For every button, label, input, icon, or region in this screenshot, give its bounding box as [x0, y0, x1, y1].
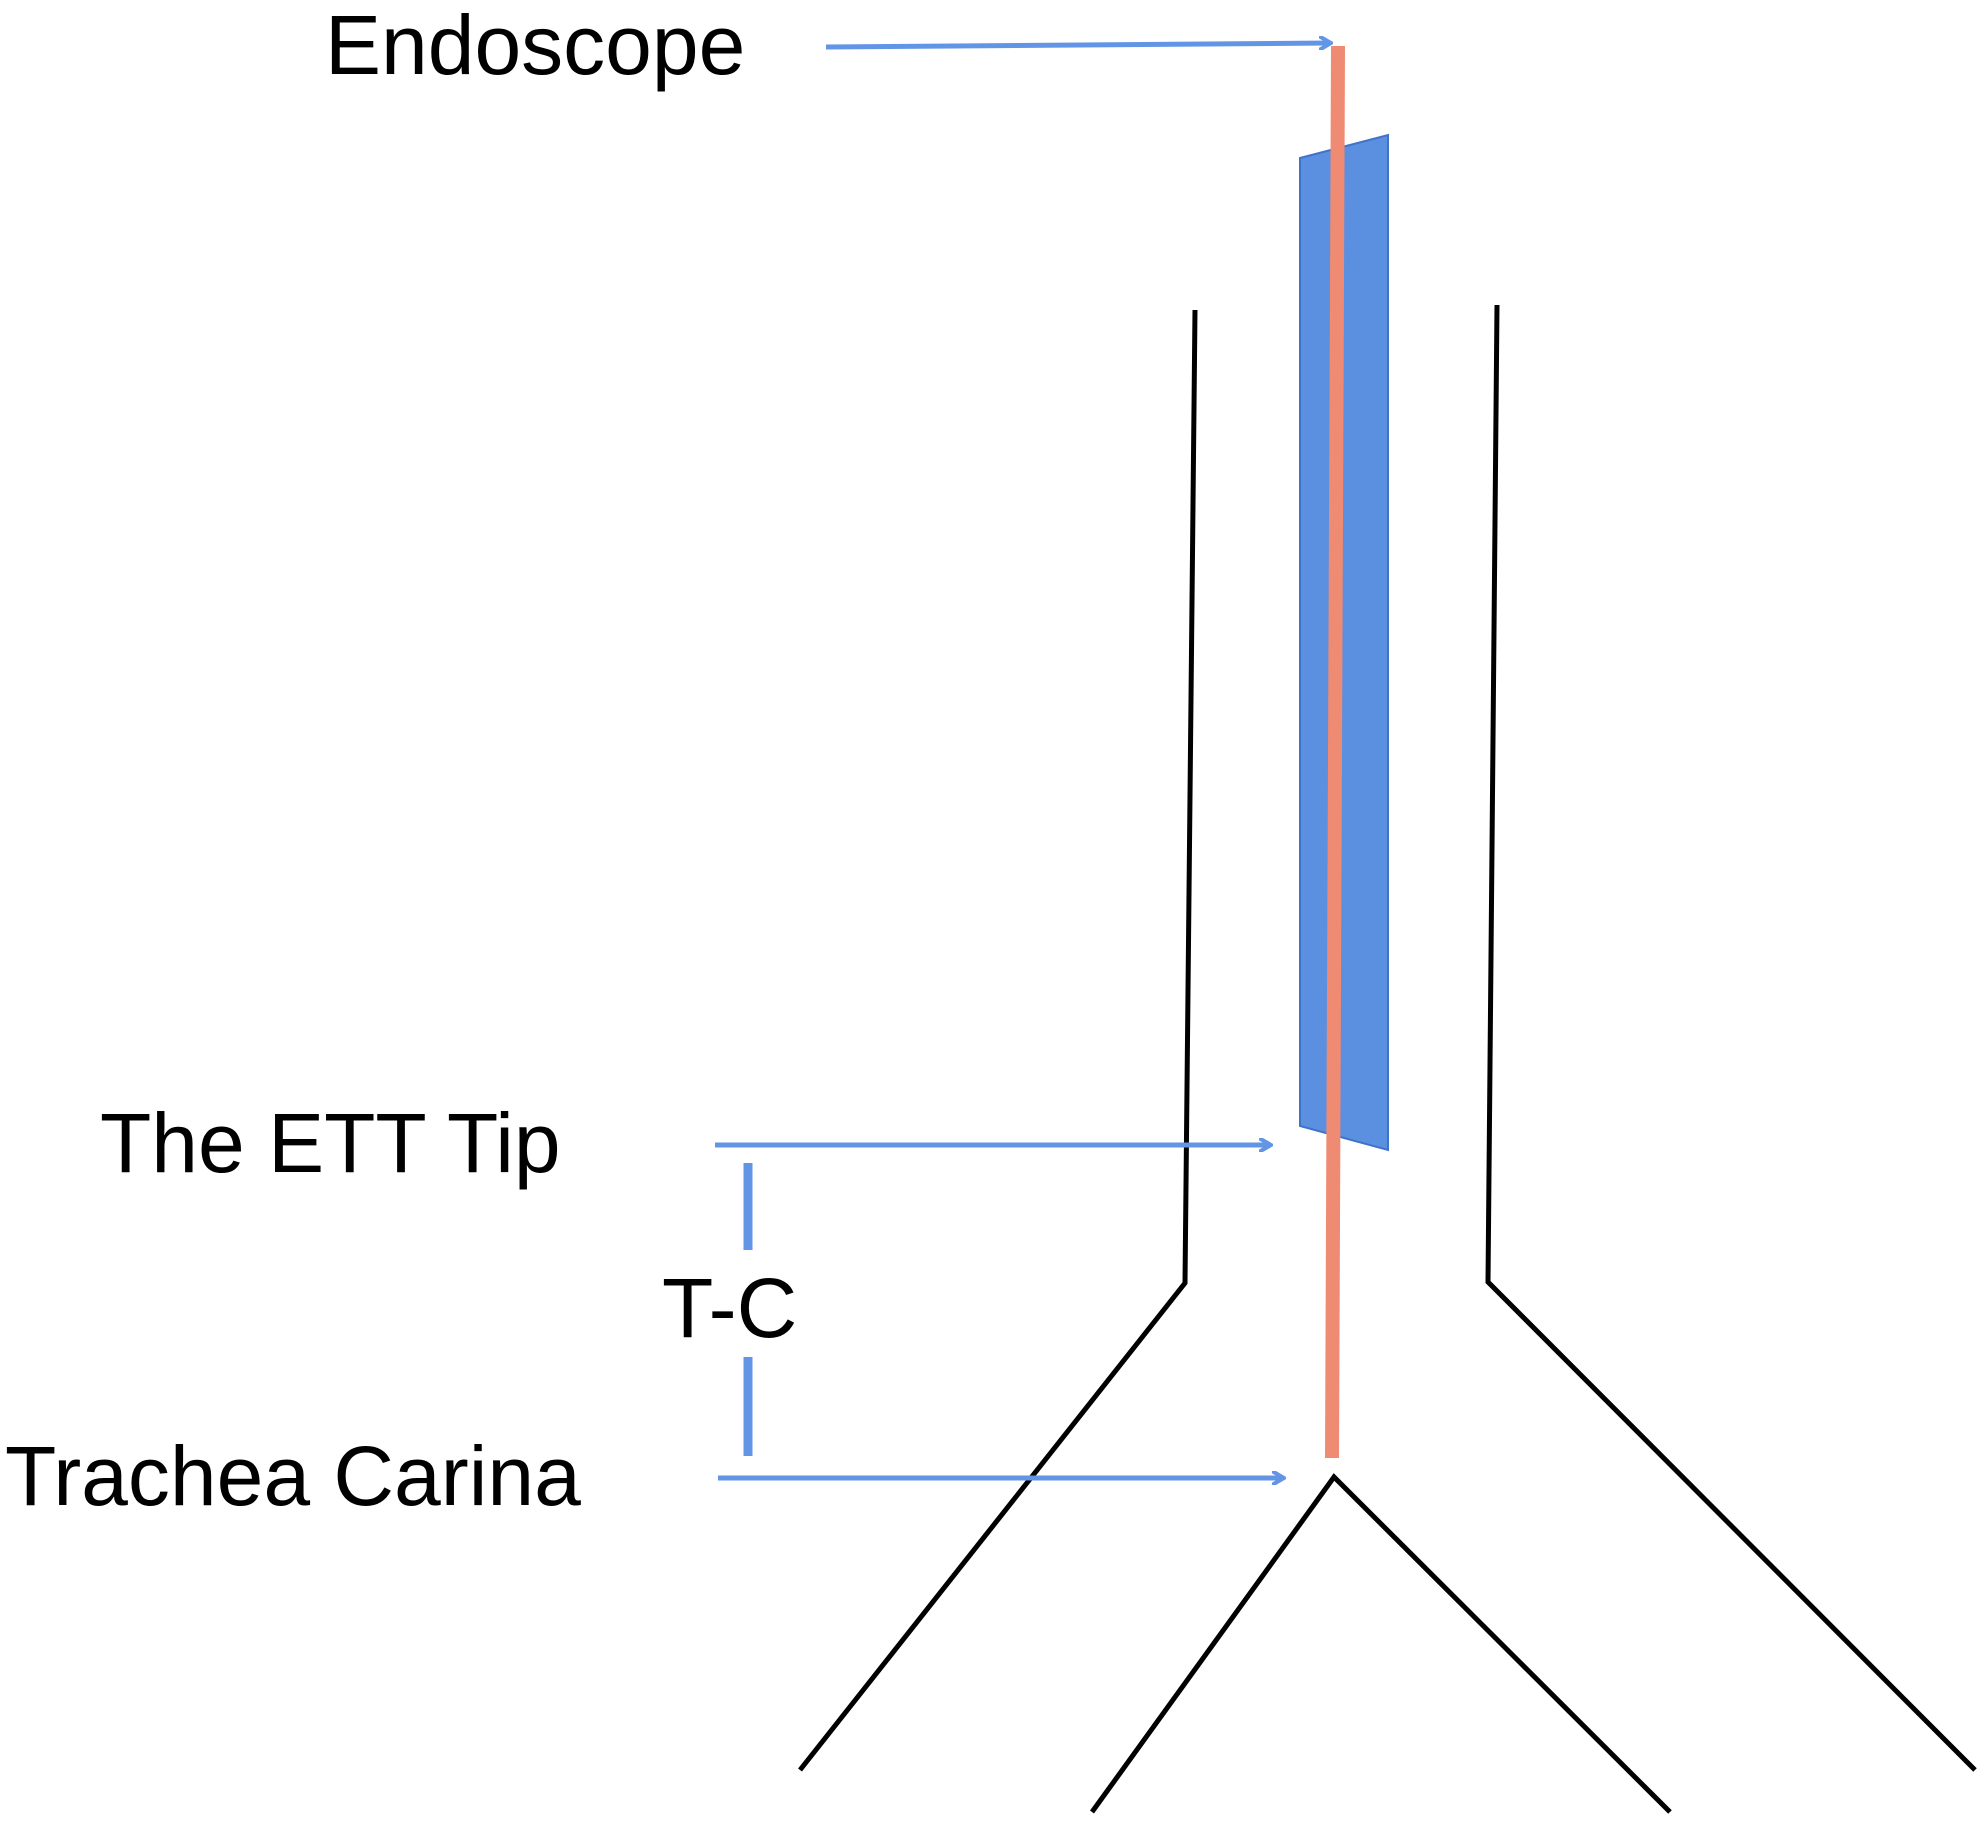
trachea-left-wall	[798, 309, 1198, 1772]
ett-tube	[1299, 133, 1389, 1152]
tc-label: T-C	[662, 1261, 797, 1355]
endoscope-line	[1325, 45, 1345, 1459]
trachea-right-wall	[1485, 304, 1977, 1772]
endoscope-label: Endoscope	[325, 0, 745, 92]
endoscope-arrow	[825, 43, 1330, 47]
carina-bifurcation	[1089, 1473, 1672, 1814]
ett-tip-label: The ETT Tip	[100, 1096, 561, 1190]
trachea-carina-label: Trachea Carina	[5, 1429, 581, 1523]
